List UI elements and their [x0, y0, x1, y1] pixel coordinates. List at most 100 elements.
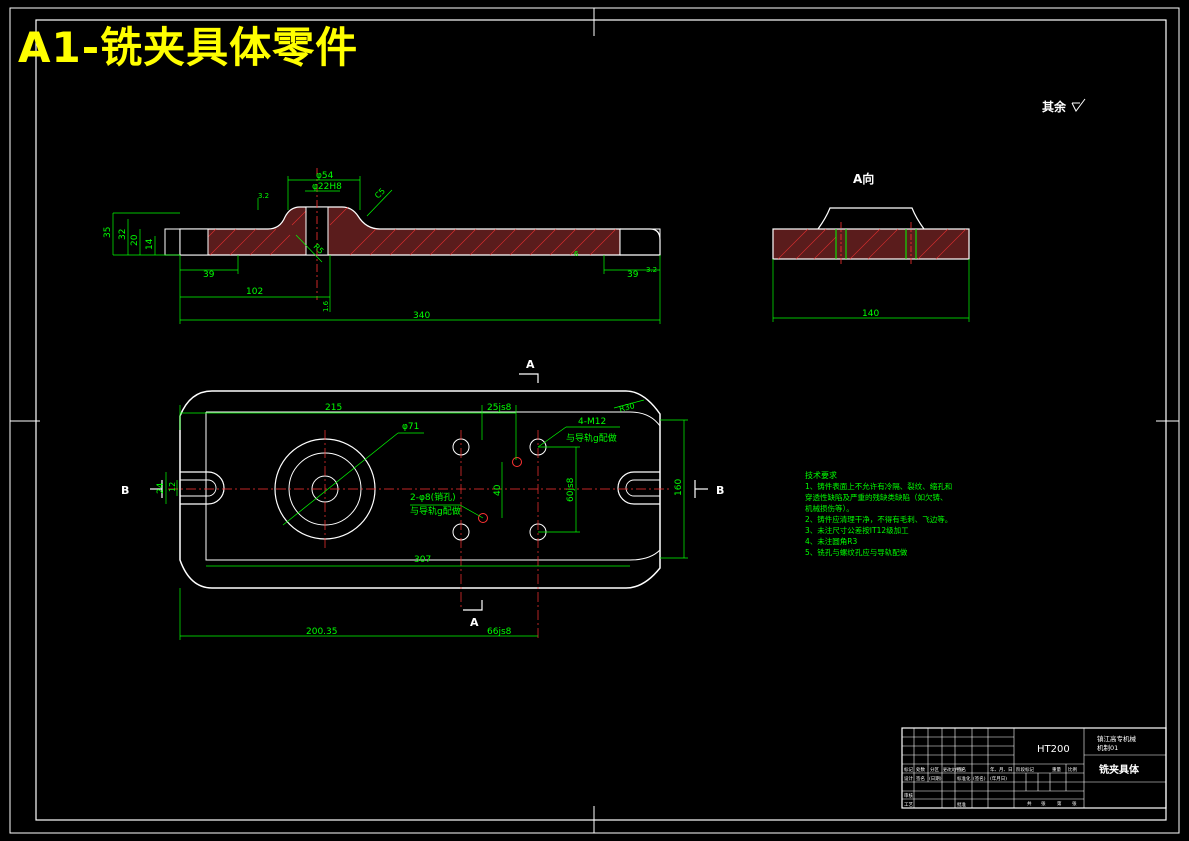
banner-title: A1-铣夹具体零件 [18, 23, 359, 72]
title-block-school2: 机制01 [1097, 743, 1118, 752]
tech-req-item: 3、未注尺寸公差按IT12级加工 [805, 525, 909, 535]
tb-label: (签名) [973, 775, 986, 782]
roughness-check-icon [1071, 98, 1086, 112]
plan-view-centerlines [168, 430, 672, 640]
dim-40: 40 [493, 484, 503, 496]
tb-label: 标准化 [957, 775, 971, 782]
section-markers [150, 373, 708, 611]
tb-bottom-label: 第 [1057, 800, 1062, 807]
title-block-school: 镇江高专机械 [1097, 734, 1137, 743]
dim-39-left: 39 [203, 270, 215, 280]
side-view-dimensions [772, 259, 970, 322]
front-section-view: φ54 φ22H8 35 32 20 14 39 39 102 340 C5 R… [103, 168, 661, 324]
right-slot [617, 471, 660, 505]
tech-req-item: 穿透性缺陷及严重的残缺类缺陷（如欠铸、 [805, 492, 948, 502]
tb-label: 工艺 [904, 802, 913, 808]
dim-160: 160 [674, 479, 684, 496]
dim-chamfer: C5 [373, 186, 387, 200]
tech-req-item: 2、铸件应清理干净，不得有毛刺、飞边等。 [805, 514, 952, 524]
dim-340: 340 [413, 311, 430, 321]
side-view-hatch [777, 228, 967, 260]
dim-phi54: φ54 [316, 171, 334, 181]
dim-200-35: 200.35 [306, 627, 338, 637]
front-view-hatched-body [179, 206, 621, 256]
tb-bottom-label: 共 [1027, 800, 1032, 807]
surface-finish-note: 其余 [1042, 99, 1067, 114]
side-view-hole-centers [840, 222, 912, 266]
tech-req-item: 机械损伤等）。 [805, 503, 854, 513]
section-a-bottom: A [470, 616, 479, 629]
view-a-label: A向 [853, 171, 874, 186]
dim-small: 6 [574, 250, 579, 258]
dim-12: 12 [168, 482, 177, 492]
tb-label: 设计 [904, 775, 913, 782]
roughness-a: 3.2 [258, 192, 269, 200]
dim-4m12: 4-M12 [578, 417, 606, 427]
dim-25js8: 25js8 [487, 403, 512, 413]
dim-39-right: 39 [627, 270, 639, 280]
tb-right-label: 阶段标记 [1016, 766, 1034, 773]
tech-req-title: 技术要求 [805, 470, 837, 480]
title-block: HT200 镇江高专机械 机制01 铣夹具体 标记 处数 分区 更改文件号 签名… [901, 727, 1167, 809]
tb-bottom-label: 张 [1041, 800, 1046, 807]
section-b-left: B [121, 484, 129, 497]
left-slot-inner [180, 479, 217, 497]
roughness-b: 3.2 [646, 266, 657, 274]
dim-60js8: 60js8 [566, 477, 576, 502]
left-slot [180, 471, 225, 505]
dim-h35: 35 [103, 227, 113, 238]
front-view-left-end [164, 228, 180, 256]
dim-tol: 1.6 [322, 300, 330, 312]
title-block-frame [901, 727, 1167, 809]
tech-req-item: 1、铸件表面上不允许有冷隔、裂纹、缩孔和 [805, 481, 952, 491]
dim-2phi8: 2-φ8(销孔) [410, 491, 456, 503]
tb-label: 标记 [904, 766, 913, 773]
dim-phi71: φ71 [402, 422, 419, 432]
tb-label: 签名 [916, 775, 925, 782]
side-view-boss [817, 207, 925, 230]
section-a-top: A [526, 358, 535, 371]
tech-requirements: 技术要求 1、铸件表面上不允许有冷隔、裂纹、缩孔和 穿透性缺陷及严重的残缺类缺陷… [805, 470, 952, 557]
section-b-right: B [716, 484, 724, 497]
plan-view: A A B B [121, 358, 724, 640]
title-block-grid [902, 728, 1166, 808]
dim-2phi8-note: 与导轨g配做 [410, 505, 461, 517]
front-view-dimensions [112, 176, 661, 324]
inner-frame [35, 19, 1167, 821]
front-view-right-end [620, 228, 661, 256]
dim-215: 215 [325, 403, 342, 413]
dim-4m12-note: 与导轨g配做 [566, 432, 617, 444]
side-view-a: A向 140 [772, 171, 970, 322]
title-block-material: HT200 [1037, 744, 1070, 755]
dim-phi22: φ22H8 [312, 182, 342, 192]
tb-label: (年月日) [990, 775, 1007, 782]
dim-h20: 20 [130, 234, 140, 246]
tb-right-label: 重量 [1052, 766, 1061, 773]
tb-label: 年、月、日 [990, 766, 1013, 773]
dim-24: 24 [156, 482, 166, 494]
plan-view-outline [179, 390, 661, 589]
dim-h32: 32 [118, 229, 128, 240]
tb-label: 签名 [957, 766, 966, 773]
plan-view-dimensions [165, 399, 688, 640]
dim-307: 307 [414, 555, 431, 565]
tb-label: 处数 [916, 766, 925, 773]
tech-req-item: 5、铣孔与螺纹孔应与导轨配做 [805, 547, 908, 557]
tb-label: 审核 [904, 792, 913, 799]
title-block-part-name: 铣夹具体 [1099, 763, 1140, 776]
side-view-holes [835, 229, 917, 259]
tech-req-item: 4、未注圆角R3 [805, 536, 857, 546]
dim-102: 102 [246, 287, 263, 297]
dim-r30: R30 [618, 401, 636, 414]
right-slot-inner [625, 479, 660, 497]
plan-view-inner-outline [205, 411, 661, 561]
tb-label: 批准 [957, 801, 966, 808]
dim-66js8: 66js8 [487, 627, 512, 637]
tb-right-label: 比例 [1068, 766, 1077, 773]
dim-140: 140 [862, 309, 879, 319]
side-view-body [772, 228, 970, 260]
tb-label: 分区 [930, 766, 939, 773]
pin-hole-2 [478, 513, 488, 523]
dim-h14: 14 [145, 238, 155, 250]
